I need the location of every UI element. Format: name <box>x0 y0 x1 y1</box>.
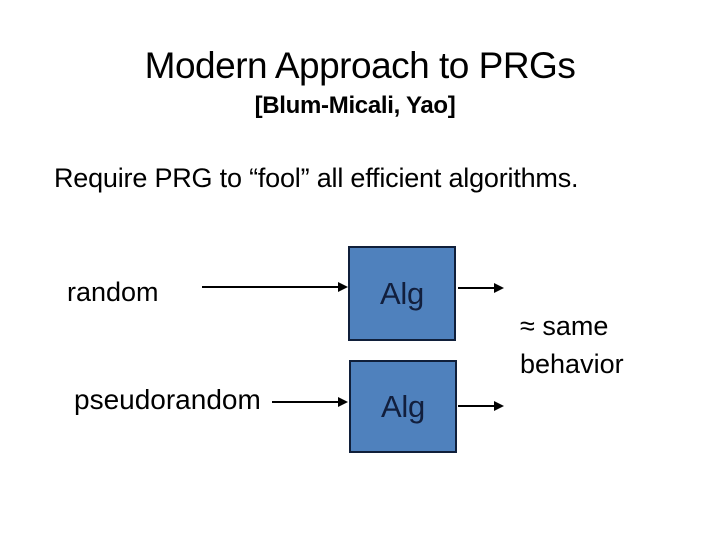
alg-box-top-label: Alg <box>380 275 424 311</box>
slide-title: Modern Approach to PRGs <box>144 45 576 86</box>
slide-subtitle-citation: [Blum-Micali, Yao] <box>254 92 456 119</box>
label-random-input: random <box>67 277 159 307</box>
alg-box-bottom: Alg <box>349 360 457 453</box>
arrow-alg-bottom-output <box>458 401 504 411</box>
arrow-alg-top-output <box>458 283 504 293</box>
label-pseudorandom-input: pseudorandom <box>74 384 261 415</box>
arrow-random-to-alg <box>202 282 348 292</box>
alg-box-bottom-label: Alg <box>381 388 425 424</box>
same-behavior-note: ≈ same behavior <box>520 307 624 383</box>
same-behavior-note-line2: behavior <box>520 349 624 379</box>
body-text: Require PRG to “fool” all efficient algo… <box>54 163 579 193</box>
arrow-pseudorandom-to-alg <box>272 397 348 407</box>
alg-box-top: Alg <box>348 246 456 341</box>
same-behavior-note-line1: ≈ same <box>520 311 609 341</box>
